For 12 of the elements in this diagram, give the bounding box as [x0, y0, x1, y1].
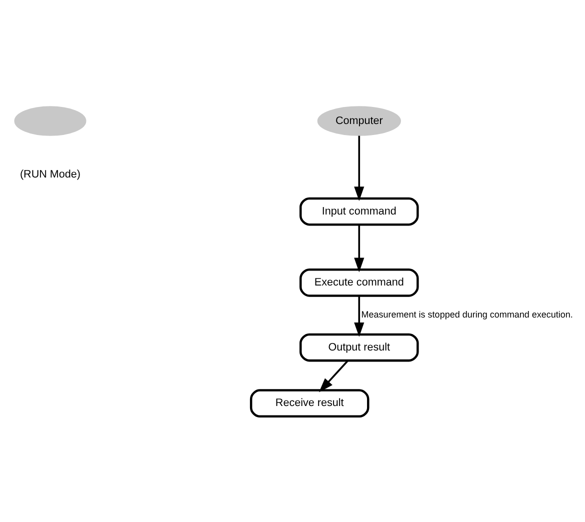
node-box: Input command: [299, 196, 419, 226]
node-box: Receive result: [250, 388, 370, 418]
arrow: [354, 135, 364, 200]
arrow: [354, 296, 364, 336]
node-box: Output result: [299, 332, 419, 362]
arrow: [354, 224, 364, 272]
node-ellipse: [14, 106, 86, 136]
edge-label: Measurement is stopped during command execution.: [361, 308, 573, 319]
node-label: (RUN Mode): [20, 168, 81, 180]
node-ellipse: Computer: [317, 106, 401, 136]
node-box: Execute command: [299, 268, 419, 296]
arrow: [318, 360, 349, 392]
